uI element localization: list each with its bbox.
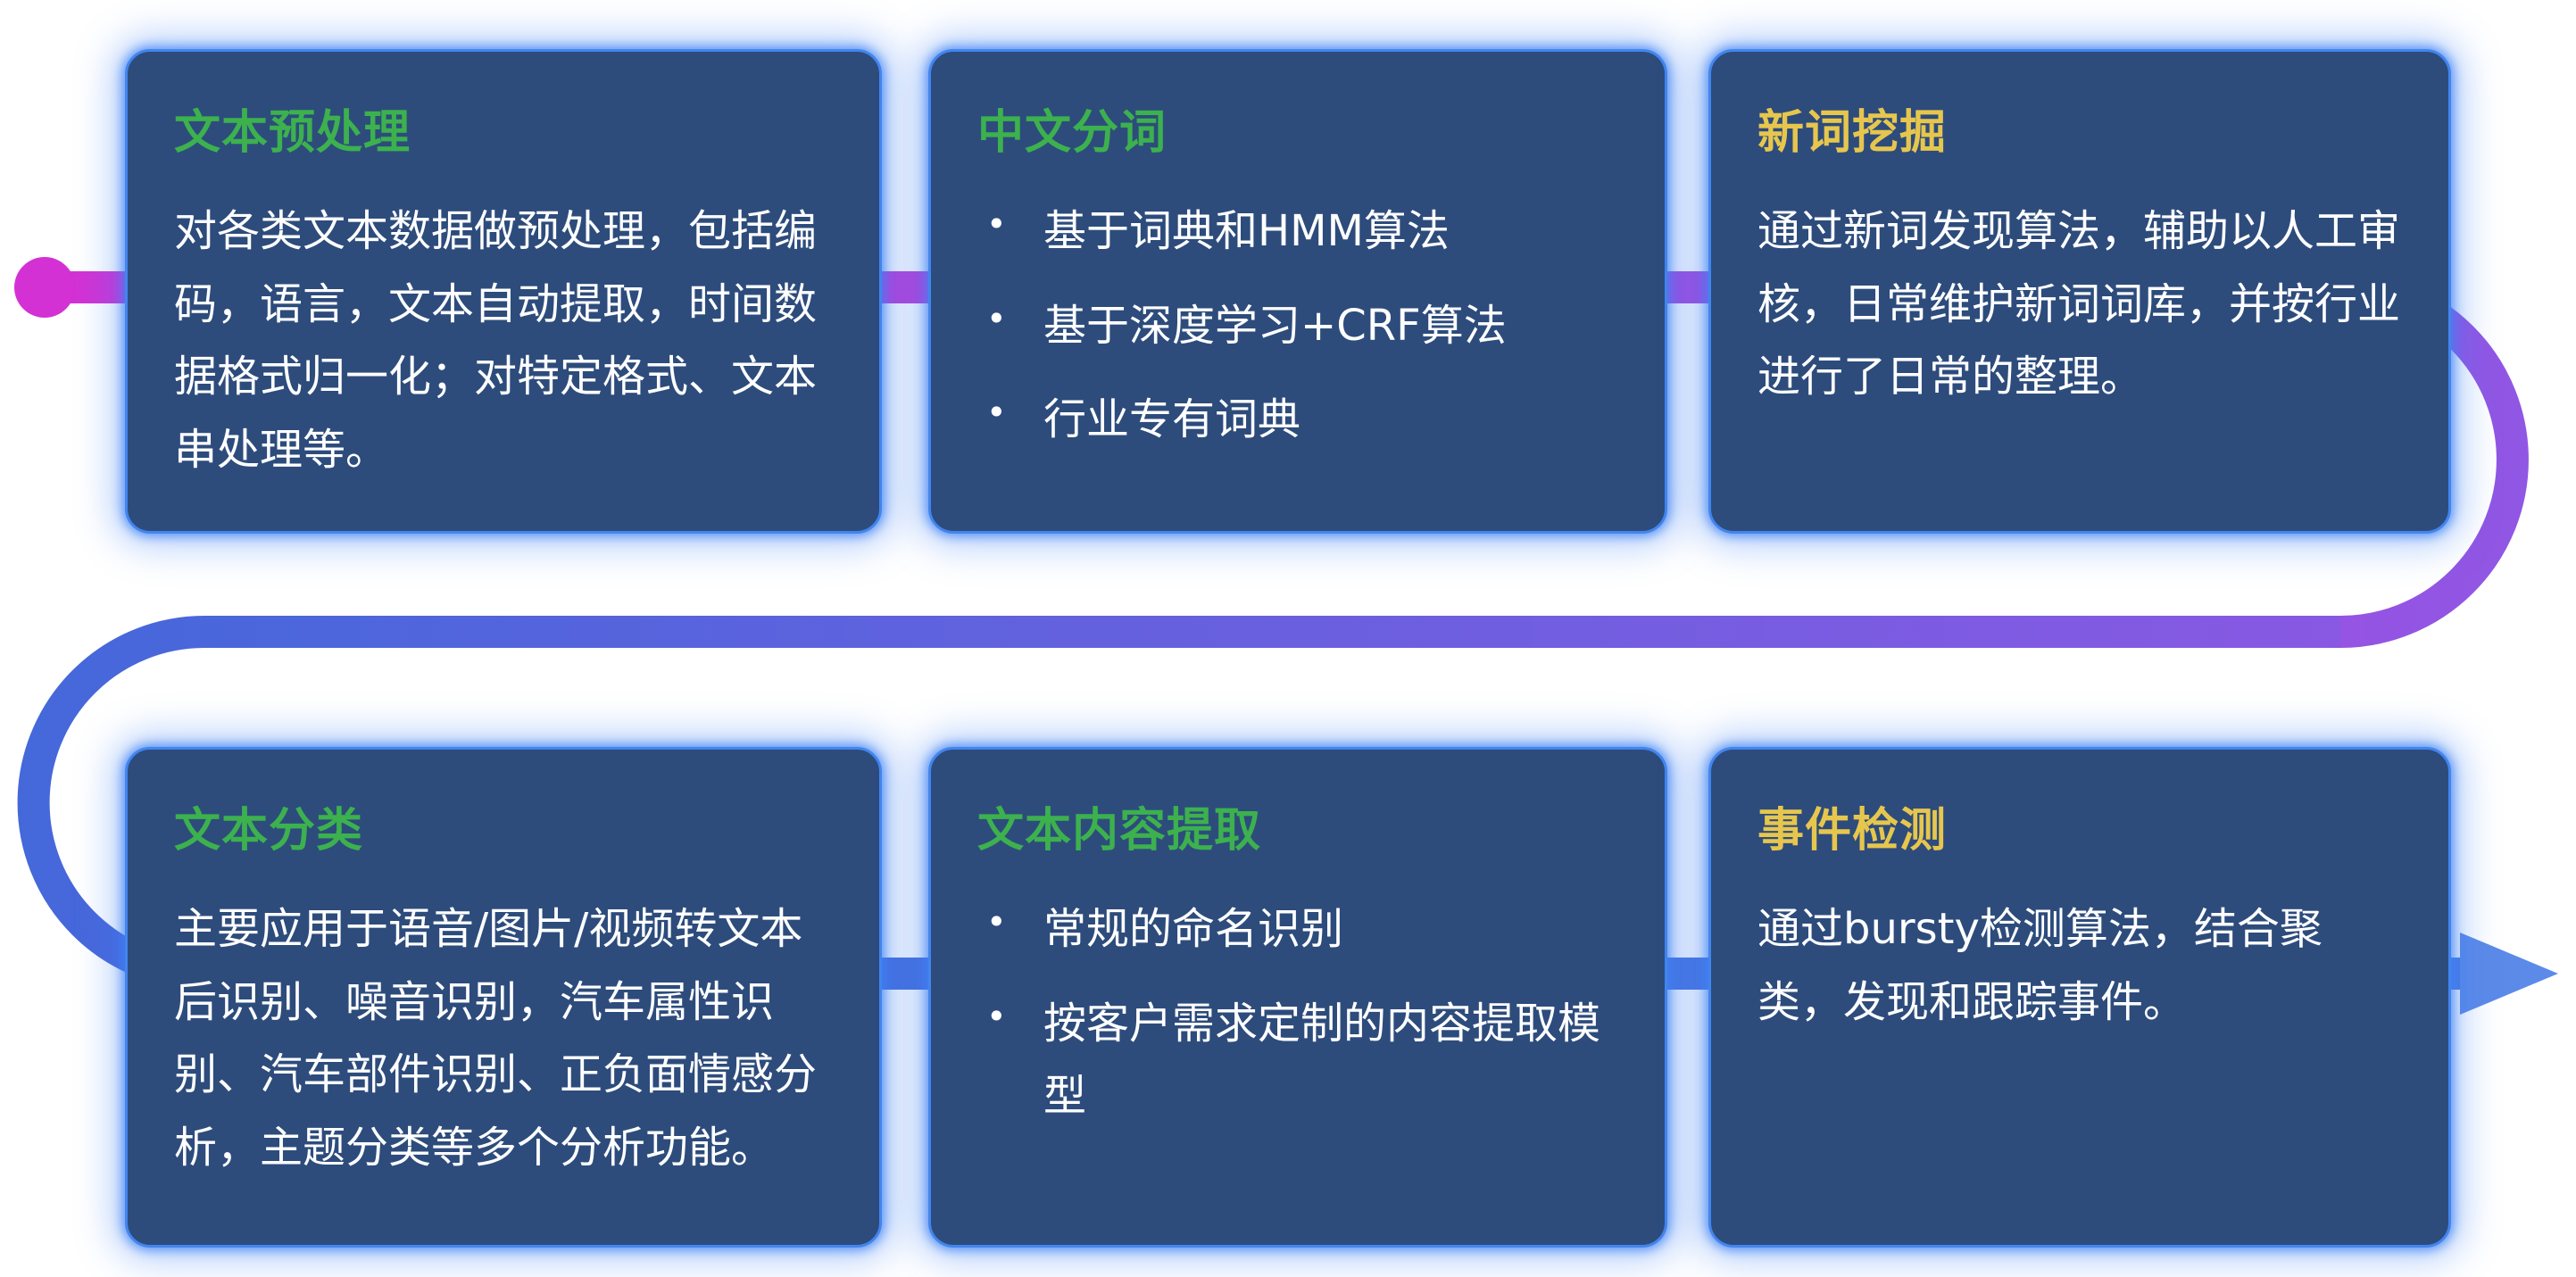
bullet-item: • 常规的命名识别 bbox=[977, 893, 1618, 966]
bullet-text: 基于深度学习+CRF算法 bbox=[1043, 300, 1507, 351]
card-title: 中文分词 bbox=[977, 106, 1168, 160]
card-bullet-list: • 基于词典和HMM算法 • 基于深度学习+CRF算法 • 行业专有词典 bbox=[977, 195, 1618, 457]
pipeline-middle-segment bbox=[17, 616, 2340, 990]
bullet-dot-icon: • bbox=[986, 393, 1007, 434]
bullet-dot-icon: • bbox=[986, 298, 1007, 339]
card-text-preprocessing: 文本预处理 对各类文本数据做预处理，包括编码，语言，文本自动提取，时间数据格式归… bbox=[125, 49, 882, 534]
card-text-classification: 文本分类 主要应用于语音/图片/视频转文本后识别、噪音识别，汽车属性识别、汽车部… bbox=[125, 747, 882, 1248]
bullet-text: 常规的命名识别 bbox=[1043, 904, 1344, 954]
bullet-text: 行业专有词典 bbox=[1043, 394, 1301, 445]
bullet-text: 按客户需求定制的内容提取模型 bbox=[1043, 998, 1601, 1122]
card-title: 文本预处理 bbox=[174, 106, 411, 160]
card-title: 文本内容提取 bbox=[977, 804, 1262, 858]
card-title: 事件检测 bbox=[1757, 804, 1948, 858]
card-event-detection: 事件检测 通过bursty检测算法，结合聚类，发现和跟踪事件。 bbox=[1708, 747, 2451, 1248]
card-body: 主要应用于语音/图片/视频转文本后识别、噪音识别，汽车属性识别、汽车部件识别、正… bbox=[174, 904, 818, 1173]
card-body: 通过新词发现算法，辅助以人工审核，日常维护新词词库，并按行业进行了日常的整理。 bbox=[1757, 206, 2401, 402]
bullet-dot-icon: • bbox=[986, 204, 1007, 245]
bullet-item: • 基于深度学习+CRF算法 bbox=[977, 290, 1618, 363]
card-body: 通过bursty检测算法，结合聚类，发现和跟踪事件。 bbox=[1757, 904, 2323, 1027]
pipeline-start-dot bbox=[14, 257, 75, 318]
bullet-item: • 按客户需求定制的内容提取模型 bbox=[977, 988, 1618, 1133]
bullet-text: 基于词典和HMM算法 bbox=[1043, 206, 1450, 256]
card-title: 新词挖掘 bbox=[1757, 106, 1948, 160]
card-body: 对各类文本数据做预处理，包括编码，语言，文本自动提取，时间数据格式归一化；对特定… bbox=[174, 206, 818, 475]
bullet-dot-icon: • bbox=[986, 902, 1007, 942]
bullet-dot-icon: • bbox=[986, 996, 1007, 1037]
card-title: 文本分类 bbox=[174, 804, 364, 858]
card-new-word-mining: 新词挖掘 通过新词发现算法，辅助以人工审核，日常维护新词词库，并按行业进行了日常… bbox=[1708, 49, 2451, 534]
card-bullet-list: • 常规的命名识别 • 按客户需求定制的内容提取模型 bbox=[977, 893, 1618, 1133]
card-text-content-extraction: 文本内容提取 • 常规的命名识别 • 按客户需求定制的内容提取模型 bbox=[928, 747, 1667, 1248]
bullet-item: • 基于词典和HMM算法 bbox=[977, 195, 1618, 269]
bullet-item: • 行业专有词典 bbox=[977, 384, 1618, 457]
pipeline-arrowhead-icon bbox=[2460, 933, 2558, 1015]
card-chinese-word-segmentation: 中文分词 • 基于词典和HMM算法 • 基于深度学习+CRF算法 • 行业专有词… bbox=[928, 49, 1667, 534]
